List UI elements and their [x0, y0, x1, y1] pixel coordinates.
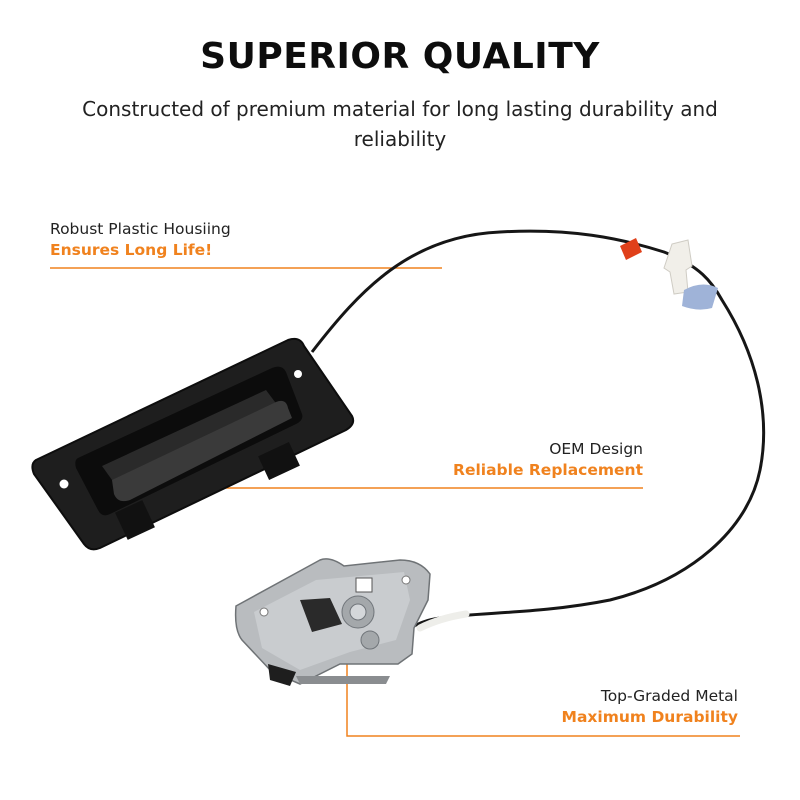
blue-tape — [682, 284, 718, 310]
callout-metal-benefit: Maximum Durability — [561, 708, 738, 726]
callout-housing-title: Robust Plastic Housiing — [50, 220, 231, 238]
page-title: SUPERIOR QUALITY — [200, 36, 600, 77]
cable-sleeve — [416, 610, 470, 632]
red-tape — [620, 238, 642, 260]
callout-oem-benefit: Reliable Replacement — [453, 461, 643, 479]
release-cable — [310, 229, 766, 630]
plastic-clip — [663, 239, 693, 295]
callout-housing-benefit: Ensures Long Life! — [50, 241, 213, 259]
page-subtitle: Constructed of premium material for long… — [82, 97, 718, 151]
handle-housing — [31, 337, 355, 551]
callout-oem: OEM Design Reliable Replacement — [453, 439, 643, 481]
callout-oem-title: OEM Design — [549, 440, 643, 458]
callout-metal-title: Top-Graded Metal — [600, 687, 738, 705]
latch-mechanism — [234, 558, 431, 686]
callout-housing: Robust Plastic Housiing Ensures Long Lif… — [50, 219, 231, 261]
callout-metal: Top-Graded Metal Maximum Durability — [562, 686, 738, 728]
